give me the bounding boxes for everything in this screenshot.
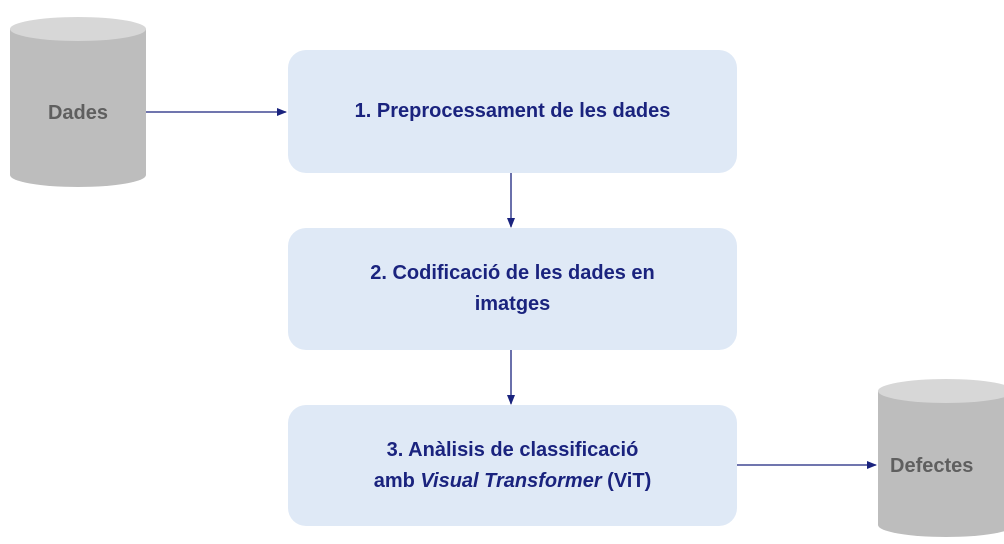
step1-label: 1. Preprocessament de les dades [354, 100, 671, 122]
step1-box: 1. Preprocessament de les dades [288, 50, 737, 173]
step3-line1: 3. Anàlisis de classificació [386, 438, 639, 461]
step2-label: 2. Codificació de les dades en imatges [370, 262, 655, 315]
output-cylinder-label: Defectes [890, 455, 974, 477]
step3-prefix: amb [373, 469, 421, 492]
step3-model-name: Visual Transformer [420, 469, 602, 492]
step3-suffix: (ViT) [601, 469, 652, 492]
step3-box: 3. Anàlisis de classificació amb Visual … [288, 405, 737, 526]
input-database-cylinder [10, 17, 146, 187]
step3-label: 3. Anàlisis de classificació amb Visual … [374, 435, 652, 497]
step2-box: 2. Codificació de les dades en imatges [288, 228, 737, 350]
output-database-cylinder [878, 379, 1004, 537]
input-cylinder-label: Dades [47, 102, 109, 124]
